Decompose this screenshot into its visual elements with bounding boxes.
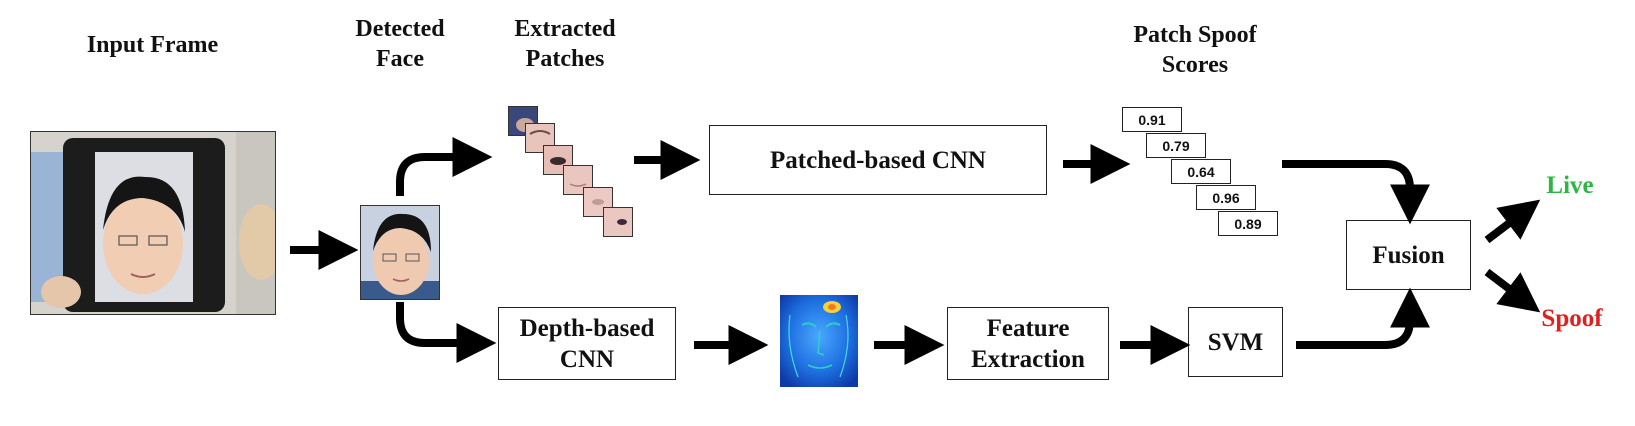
input-frame-image: [30, 131, 276, 315]
arrow-fusion-to-spoof: [1484, 268, 1541, 313]
spoof-output-label: Spoof: [1541, 305, 1603, 332]
input-frame-label: Input Frame: [86, 32, 219, 58]
extracted-patch-6: [603, 207, 633, 237]
depth-map-image: [780, 295, 858, 387]
extracted-patches-label: Extracted Patches: [514, 16, 616, 72]
detected-face-label: Detected Face: [355, 16, 445, 72]
extracted-patch-4: [563, 165, 593, 195]
patch-score-1: 0.91: [1122, 107, 1182, 132]
svm-box: SVM: [1188, 307, 1283, 377]
patch-cnn-box: Patched-based CNN: [709, 125, 1047, 195]
patch-score-3: 0.64: [1171, 159, 1231, 184]
arrow-face-to-depth: [396, 302, 497, 363]
input-frame-illustration: [31, 132, 275, 314]
arrow-face-to-patches: [396, 137, 493, 196]
detected-face-illustration: [361, 206, 439, 299]
extracted-patch-5: [583, 187, 613, 217]
feature-extraction-box: Feature Extraction: [947, 307, 1109, 380]
patch-score-5: 0.89: [1218, 211, 1278, 236]
patch-spoof-scores-label: Patch Spoof Scores: [1133, 22, 1257, 78]
patch-score-4: 0.96: [1196, 185, 1256, 210]
extracted-patch-2: [525, 123, 555, 153]
detected-face-image: [360, 205, 440, 300]
depth-map-illustration: [780, 295, 858, 387]
arrow-scores-to-fusion: [1282, 160, 1430, 225]
depth-cnn-box: Depth-based CNN: [498, 307, 676, 380]
live-output-label: Live: [1546, 172, 1594, 199]
arrow-svm-to-fusion: [1296, 287, 1430, 349]
fusion-box: Fusion: [1346, 220, 1471, 290]
arrow-fusion-to-live: [1484, 199, 1541, 244]
patch-score-2: 0.79: [1146, 133, 1206, 158]
